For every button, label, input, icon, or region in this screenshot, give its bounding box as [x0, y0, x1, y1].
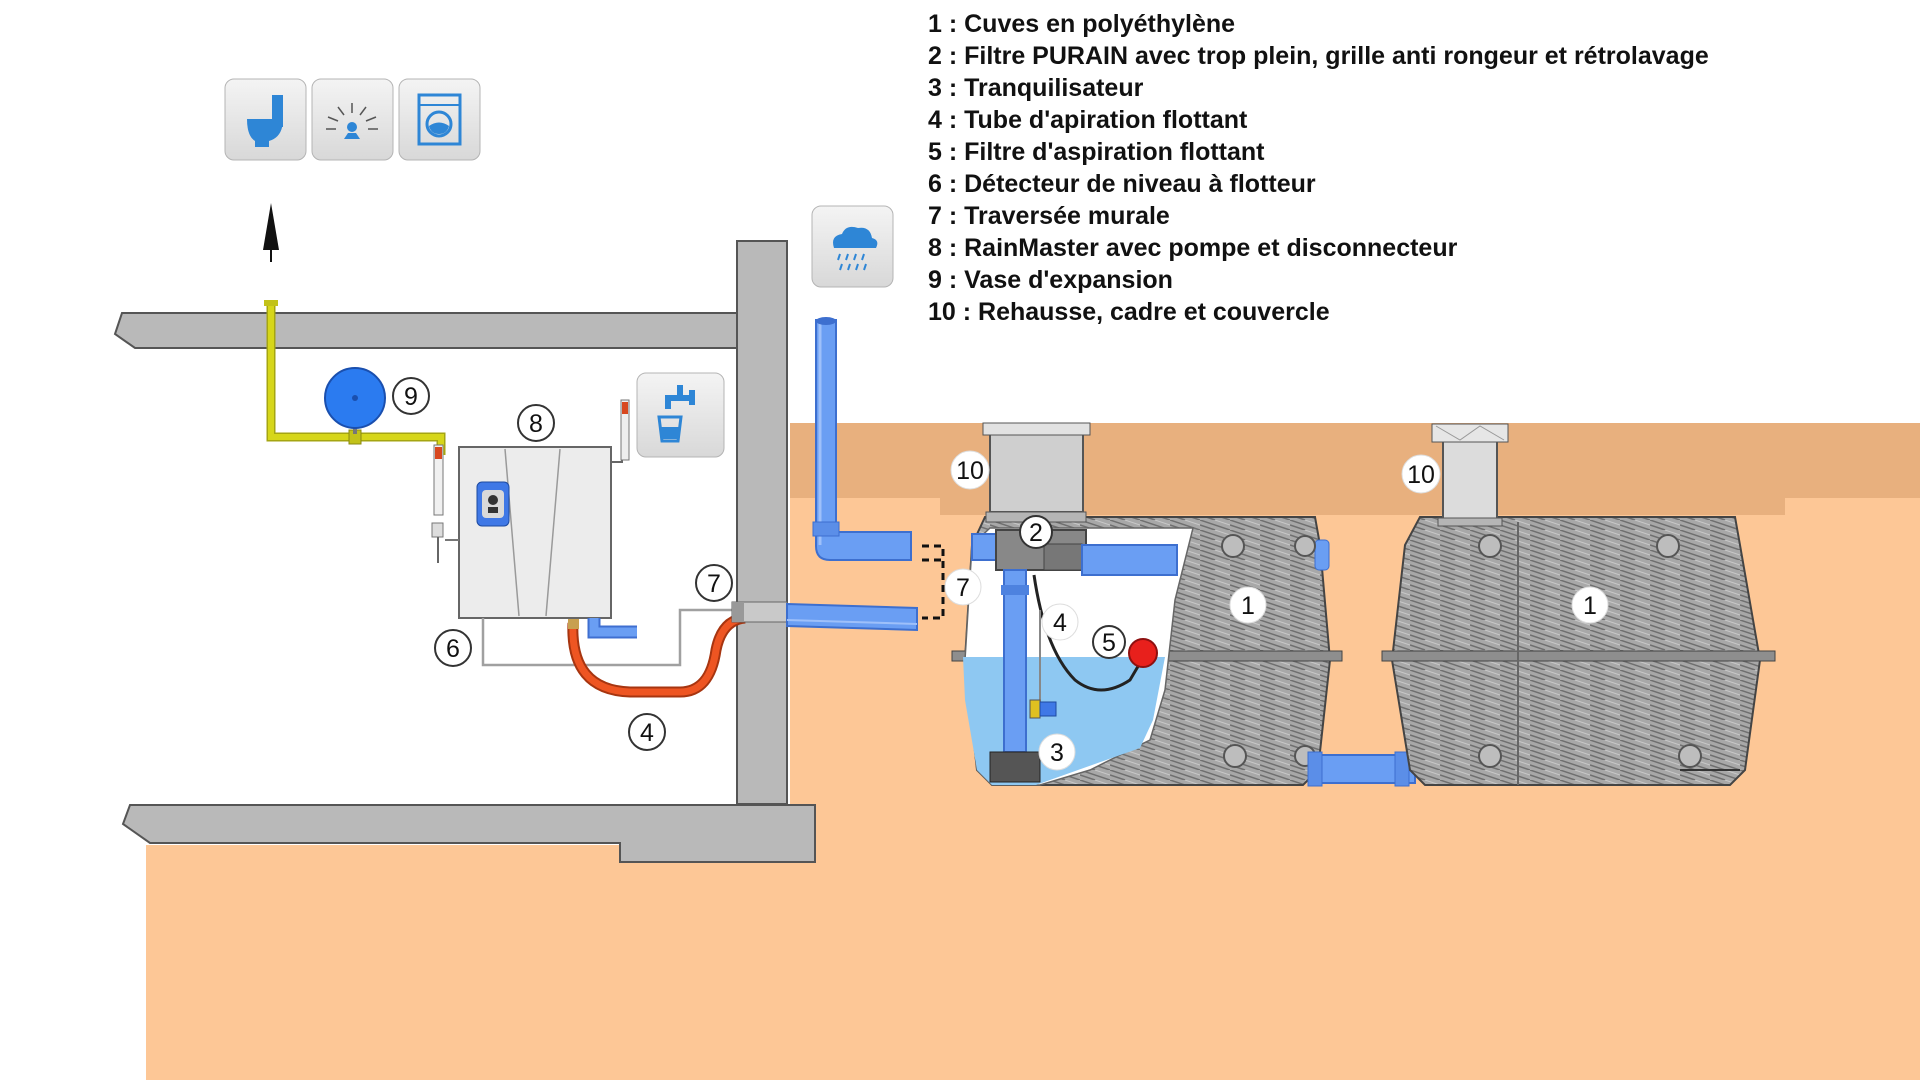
- marker-1-tank-1: 1: [1229, 586, 1267, 624]
- svg-text:9: 9: [404, 383, 418, 411]
- marker-10-riser-1: 10: [950, 450, 990, 490]
- legend-item-8: 8 : RainMaster avec pompe et disconnecte…: [928, 234, 1458, 262]
- purain-filter: [971, 529, 1178, 783]
- legend-item-7: 7 : Traversée murale: [928, 202, 1170, 230]
- expansion-vessel: [324, 367, 386, 434]
- svg-text:5: 5: [1102, 629, 1116, 657]
- tank-2: [1381, 516, 1776, 786]
- svg-text:6: 6: [446, 635, 460, 663]
- svg-text:3: 3: [1050, 739, 1064, 767]
- marker-10-riser-2: 10: [1401, 454, 1441, 494]
- upper-floor-slab: [113, 312, 788, 349]
- svg-text:7: 7: [707, 570, 721, 598]
- water-tap-icon: [636, 372, 725, 458]
- up-arrow-head: [263, 203, 279, 250]
- rainmaster-unit: [431, 399, 630, 619]
- riser-2: [1431, 423, 1509, 527]
- rain-cloud-icon: [811, 205, 894, 288]
- svg-text:4: 4: [640, 719, 654, 747]
- float-ball: [1128, 638, 1158, 668]
- floating-suction: [1029, 574, 1158, 719]
- legend-item-10: 10 : Rehausse, cadre et couvercle: [928, 298, 1330, 326]
- legend-item-3: 3 : Tranquilisateur: [928, 74, 1144, 102]
- wall-crossing: [731, 601, 918, 632]
- wall-crossing-dashed-link: [922, 544, 945, 620]
- sprinkler-icon: [311, 78, 394, 161]
- svg-text:8: 8: [529, 410, 543, 438]
- marker-3: 3: [1038, 733, 1076, 771]
- legend-item-5: 5 : Filtre d'aspiration flottant: [928, 138, 1265, 166]
- marker-7-tank: 7: [944, 568, 982, 606]
- legend: 1 : Cuves en polyéthylène 2 : Filtre PUR…: [928, 8, 1709, 328]
- marker-4-tank: 4: [1041, 603, 1079, 641]
- toilet-icon: [224, 78, 307, 161]
- svg-text:4: 4: [1053, 609, 1067, 637]
- legend-item-9: 9 : Vase d'expansion: [928, 266, 1173, 294]
- excavation-band: [940, 498, 1785, 515]
- building-structure: [113, 240, 816, 863]
- level-sensor-cable: [481, 608, 735, 667]
- svg-text:10: 10: [956, 457, 984, 485]
- tank-connector-pipe: [1307, 751, 1416, 787]
- lower-floor-slab: [121, 804, 816, 863]
- legend-item-6: 6 : Détecteur de niveau à flotteur: [928, 170, 1316, 198]
- marker-7-wall: 7: [695, 564, 733, 602]
- svg-text:10: 10: [1407, 461, 1435, 489]
- legend-item-1: 1 : Cuves en polyéthylène: [928, 10, 1236, 38]
- riser-1: [982, 422, 1091, 523]
- svg-text:1: 1: [1241, 592, 1255, 620]
- soil-under-building: [146, 845, 826, 1080]
- marker-2: 2: [1019, 515, 1053, 549]
- marker-5: 5: [1092, 625, 1126, 659]
- rain-downpipe: [812, 317, 912, 561]
- legend-item-2: 2 : Filtre PURAIN avec trop plein, grill…: [928, 42, 1709, 70]
- svg-text:1: 1: [1583, 592, 1597, 620]
- marker-1-tank-2: 1: [1571, 586, 1609, 624]
- marker-6: 6: [434, 629, 472, 667]
- legend-item-4: 4 : Tube d'apiration flottant: [928, 106, 1248, 134]
- marker-8: 8: [517, 404, 555, 442]
- svg-text:7: 7: [956, 574, 970, 602]
- marker-9: 9: [392, 377, 430, 415]
- marker-4-hose: 4: [628, 713, 666, 751]
- washing-machine-icon: [398, 78, 481, 161]
- svg-text:2: 2: [1029, 519, 1043, 547]
- exterior-wall: [736, 240, 788, 805]
